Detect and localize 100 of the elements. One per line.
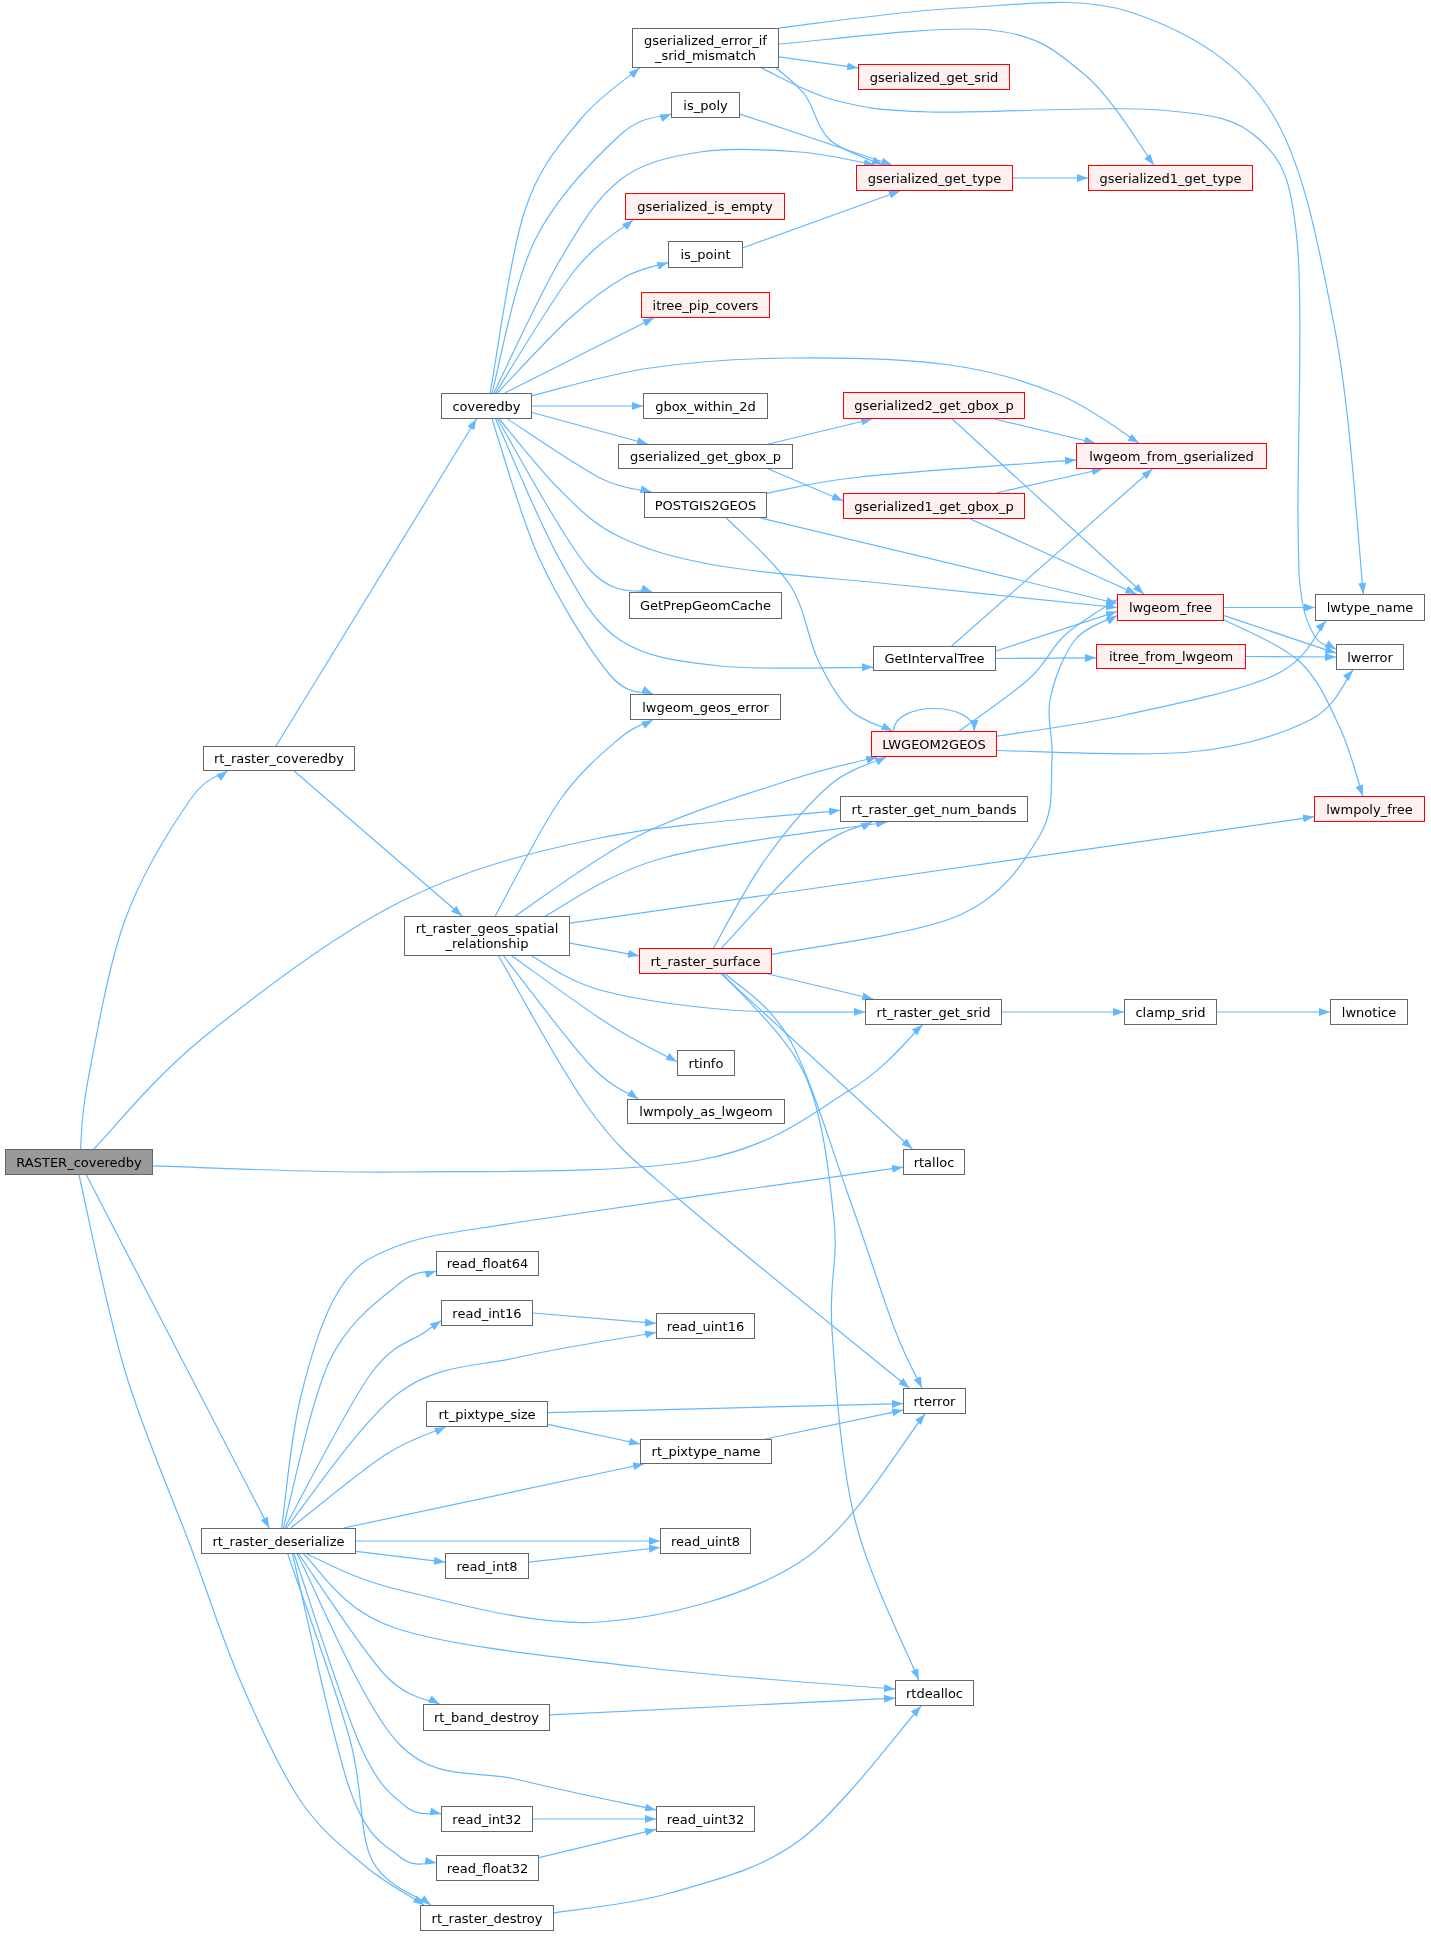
arrow xyxy=(993,418,1096,445)
function-box: rt_raster_deserialize xyxy=(201,1528,356,1554)
arrow xyxy=(495,219,634,394)
function-box: itree_from_lwgeom xyxy=(1096,644,1246,669)
arrow xyxy=(766,456,1077,494)
function-box: rterror xyxy=(903,1388,966,1414)
arrow xyxy=(996,620,1327,737)
function-box: is_point xyxy=(668,241,743,268)
function-box: rtdealloc xyxy=(895,1680,974,1706)
arrow xyxy=(93,807,841,1150)
arrow xyxy=(503,955,639,1100)
arrow xyxy=(531,402,644,410)
arrow xyxy=(771,615,1118,956)
function-box: lwtype_name xyxy=(1315,594,1425,621)
function-box: rt_raster_get_num_bands xyxy=(840,796,1028,822)
arrow xyxy=(778,1,1367,595)
arrow xyxy=(285,1330,657,1529)
arrow xyxy=(531,357,1140,444)
arrow xyxy=(760,517,1118,605)
function-box: rt_raster_get_srid xyxy=(865,999,1002,1025)
arrow xyxy=(506,418,652,494)
arrow xyxy=(767,468,844,502)
arrow xyxy=(293,770,463,917)
arrow xyxy=(495,418,874,672)
function-box: clamp_srid xyxy=(1124,999,1217,1025)
function-box: coveredby xyxy=(441,393,532,419)
function-box: read_float32 xyxy=(436,1855,539,1881)
arrow xyxy=(724,973,923,1389)
function-box: lwnotice xyxy=(1330,999,1408,1025)
function-box: rt_raster_geos_spatial _relationship xyxy=(404,916,570,956)
function-box: rt_pixtype_size xyxy=(426,1401,548,1427)
function-box: rtinfo xyxy=(677,1050,735,1076)
function-box: read_uint16 xyxy=(656,1313,755,1339)
arrow xyxy=(343,1462,645,1529)
arrow xyxy=(712,756,887,949)
loop-arrow xyxy=(893,707,976,732)
arrow xyxy=(498,955,910,1389)
arrow xyxy=(569,942,640,958)
arrow xyxy=(951,418,1145,595)
function-box: POSTGIS2GEOS xyxy=(644,492,767,518)
arrow xyxy=(742,190,901,249)
function-box: GetIntervalTree xyxy=(873,646,996,671)
function-box: gserialized1_get_gbox_p xyxy=(843,493,1025,519)
arrow xyxy=(531,955,866,1016)
arrow xyxy=(152,1024,924,1173)
arrow xyxy=(958,598,1118,732)
arrow xyxy=(298,1553,441,1705)
function-box: read_int16 xyxy=(441,1300,533,1326)
arrow xyxy=(969,518,1137,595)
function-box: rt_raster_coveredby xyxy=(203,746,355,771)
arrow xyxy=(275,418,478,747)
function-box: rt_raster_surface xyxy=(639,948,772,974)
function-box: gserialized_is_empty xyxy=(625,193,785,220)
arrow xyxy=(287,1553,432,1906)
arrow xyxy=(996,669,1354,755)
function-box: read_float64 xyxy=(436,1251,539,1276)
arrow xyxy=(1245,652,1337,661)
arrow xyxy=(79,770,228,1150)
function-box: lwerror xyxy=(1336,644,1404,670)
arrow xyxy=(1223,619,1364,797)
function-box: itree_pip_covers xyxy=(641,292,770,318)
arrow xyxy=(1216,1008,1331,1016)
arrow xyxy=(725,517,893,732)
arrow xyxy=(305,1413,926,1624)
arrow xyxy=(549,1694,896,1716)
arrow xyxy=(720,821,873,949)
arrow xyxy=(995,467,1104,494)
function-box: lwgeom_free xyxy=(1117,594,1224,621)
arrow xyxy=(281,1164,904,1529)
arrow xyxy=(355,1550,446,1565)
arrow xyxy=(547,1423,641,1446)
function-box: gbox_within_2d xyxy=(643,393,768,419)
function-box: gserialized2_get_gbox_p xyxy=(843,392,1025,419)
function-box: read_int8 xyxy=(445,1553,529,1579)
arrow xyxy=(547,1399,904,1414)
function-box: rtalloc xyxy=(903,1149,965,1175)
arrow xyxy=(78,1174,425,1906)
arrow xyxy=(532,1815,657,1823)
arrow xyxy=(514,755,878,917)
arrow xyxy=(569,814,1315,924)
function-box: LWGEOM2GEOS xyxy=(871,731,997,757)
arrow xyxy=(85,1174,270,1529)
function-box: GetPrepGeomCache xyxy=(629,592,782,619)
arrow xyxy=(760,67,1337,650)
function-box: rt_band_destroy xyxy=(423,1704,550,1731)
arrow xyxy=(489,67,640,394)
arrow xyxy=(528,1544,661,1563)
function-box: gserialized1_get_type xyxy=(1088,165,1253,191)
function-box: lwmpoly_free xyxy=(1314,796,1425,822)
arrow xyxy=(284,1320,442,1529)
arrow xyxy=(494,719,654,917)
function-box: gserialized_error_if _srid_mismatch xyxy=(632,28,779,68)
arrow xyxy=(531,411,649,445)
arrow xyxy=(498,418,1118,611)
function-box: gserialized_get_gbox_p xyxy=(618,444,793,469)
function-box: read_uint32 xyxy=(656,1806,755,1832)
function-box: read_int32 xyxy=(441,1806,533,1832)
function-box: lwgeom_from_gserialized xyxy=(1076,443,1267,469)
arrow xyxy=(511,955,678,1063)
arrow xyxy=(739,113,893,166)
